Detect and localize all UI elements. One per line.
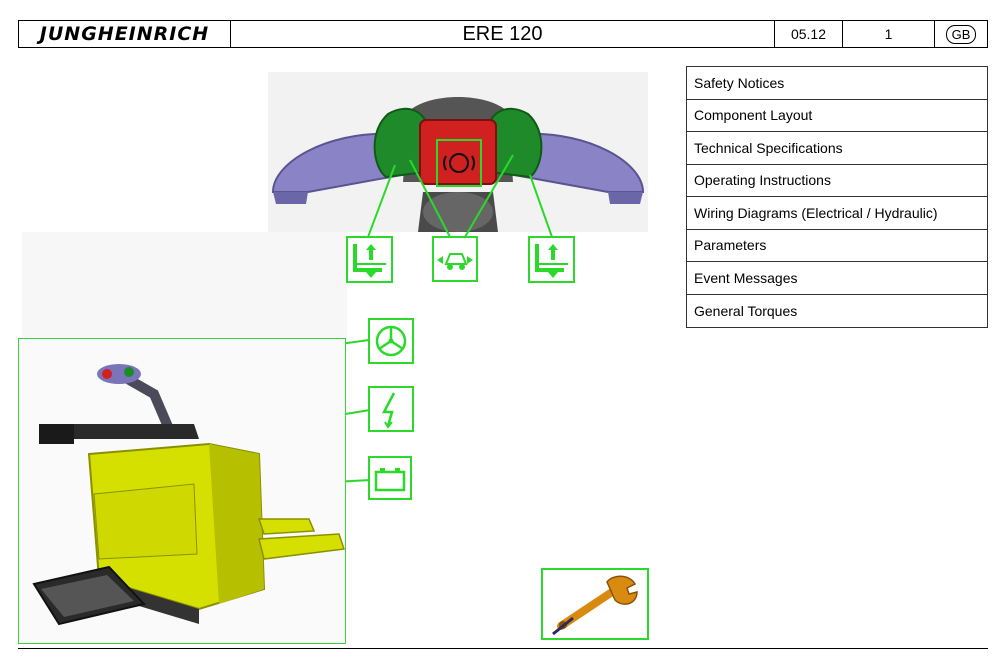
- lift-lower-icon[interactable]: [346, 236, 393, 283]
- electrical-icon[interactable]: [368, 386, 414, 432]
- edition-date: 05.12: [775, 21, 843, 47]
- wrench-icon[interactable]: [541, 568, 649, 640]
- brand-logo: JUNGHEINRICH: [19, 21, 231, 47]
- background-panel: [22, 232, 347, 340]
- menu-event-messages[interactable]: Event Messages: [687, 262, 987, 295]
- lift-lower-icon-right[interactable]: [528, 236, 575, 283]
- menu-general-torques[interactable]: General Torques: [694, 302, 798, 319]
- model-title: ERE 120: [231, 21, 775, 47]
- header-bar: JUNGHEINRICH ERE 120 05.12 1 GB: [18, 20, 988, 48]
- main-menu: Safety Notices Component Layout Technica…: [686, 66, 988, 328]
- language-badge[interactable]: GB: [935, 21, 987, 47]
- menu-operating-instructions[interactable]: Operating Instructions: [687, 165, 987, 197]
- footer-rule: [18, 648, 988, 649]
- page-number: 1: [843, 21, 935, 47]
- menu-wiring-diagrams[interactable]: Wiring Diagrams (Electrical / Hydraulic): [687, 197, 987, 230]
- menu-technical-specifications[interactable]: Technical Specifications: [687, 132, 987, 165]
- battery-icon[interactable]: [368, 456, 412, 500]
- handle-illustration: [268, 72, 648, 232]
- menu-safety-notices[interactable]: Safety Notices: [687, 67, 987, 100]
- steering-wheel-icon[interactable]: [368, 318, 414, 364]
- travel-direction-icon[interactable]: [432, 236, 478, 282]
- menu-parameters[interactable]: Parameters: [687, 230, 987, 262]
- truck-illustration: [18, 338, 346, 644]
- menu-component-layout[interactable]: Component Layout: [687, 100, 987, 132]
